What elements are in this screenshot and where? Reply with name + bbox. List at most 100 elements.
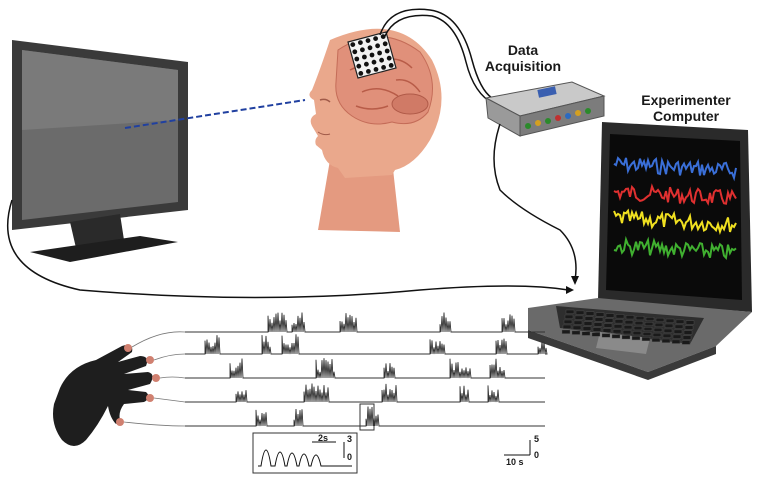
keyboard-key bbox=[674, 324, 684, 329]
keyboard-key bbox=[583, 321, 593, 326]
keyboard-key bbox=[564, 314, 574, 319]
electrode-wire-2 bbox=[384, 14, 495, 105]
electrode-dot bbox=[362, 54, 367, 60]
electrode-dot bbox=[360, 47, 365, 53]
keyboard-key bbox=[662, 333, 672, 338]
finger-trace bbox=[185, 406, 545, 427]
keyboard-key bbox=[644, 322, 654, 327]
electrode-dot bbox=[365, 38, 371, 43]
electrode-dot bbox=[364, 61, 369, 67]
electrode-dot bbox=[358, 71, 364, 76]
electrode-dot bbox=[354, 56, 360, 62]
electrode-dot bbox=[366, 69, 371, 74]
inset-zero-label: 0 bbox=[347, 452, 353, 462]
keyboard-key bbox=[654, 322, 664, 327]
keyboard-key bbox=[631, 336, 641, 341]
keyboard-key bbox=[584, 316, 594, 321]
experimenter-line2: Computer bbox=[652, 108, 720, 124]
keyboard-key bbox=[604, 318, 614, 323]
keyboard-key bbox=[585, 311, 595, 316]
keyboard-key bbox=[665, 318, 675, 323]
fingertip-connectors bbox=[123, 331, 186, 427]
electrode-dot bbox=[369, 52, 375, 58]
keyboard-key bbox=[684, 325, 694, 330]
electrode-dot bbox=[382, 41, 388, 47]
electrode-dot bbox=[384, 48, 390, 54]
keyboard-key bbox=[625, 315, 635, 320]
electrode-dot bbox=[381, 65, 386, 70]
keyboard-key bbox=[612, 329, 622, 334]
keyboard-key bbox=[645, 317, 655, 322]
keyboard-key bbox=[582, 326, 592, 331]
inset-amp-label: 3 bbox=[347, 434, 353, 444]
electrode-dot bbox=[373, 67, 379, 72]
eeg-traces bbox=[613, 156, 737, 260]
main-amp-label: 5 bbox=[534, 434, 540, 444]
keyboard-key bbox=[574, 315, 584, 320]
finger-trace bbox=[185, 383, 545, 403]
keyboard-key bbox=[562, 324, 572, 329]
eeg-trace bbox=[613, 183, 737, 206]
keyboard-key bbox=[611, 334, 621, 339]
keyboard-key bbox=[651, 337, 661, 342]
keyboard-key bbox=[671, 339, 681, 344]
monitor-laptop-cable bbox=[7, 199, 569, 299]
main-zero-label: 0 bbox=[534, 450, 540, 460]
eeg-trace bbox=[613, 235, 737, 260]
keyboard-key bbox=[601, 333, 611, 338]
inset-force-trace bbox=[258, 449, 352, 467]
keyboard-key bbox=[595, 312, 605, 317]
keyboard-key bbox=[591, 332, 601, 337]
keyboard-key bbox=[573, 320, 583, 325]
keyboard-key bbox=[571, 330, 581, 335]
daq-box-icon bbox=[484, 81, 606, 137]
monitor-icon bbox=[12, 40, 188, 262]
keyboard-key bbox=[561, 329, 571, 334]
electrode-dot bbox=[352, 49, 358, 55]
keyboard-key bbox=[603, 323, 613, 328]
keyboard-key bbox=[614, 319, 624, 324]
keyboard-key bbox=[572, 325, 582, 330]
keyboard-key bbox=[664, 323, 674, 328]
electrode-dot bbox=[373, 36, 378, 41]
keyboard-key bbox=[615, 314, 625, 319]
keyboard-key bbox=[681, 340, 691, 345]
data-acquisition-line2: Acquisition bbox=[484, 58, 562, 74]
keyboard-key bbox=[641, 337, 651, 342]
electrode-dot bbox=[371, 59, 377, 65]
finger-traces bbox=[185, 312, 548, 427]
keyboard-key bbox=[581, 331, 591, 336]
daq-laptop-cable bbox=[493, 123, 577, 281]
keyboard-key bbox=[632, 331, 642, 336]
keyboard-key bbox=[594, 317, 604, 322]
finger-trace bbox=[185, 334, 548, 355]
electrode-dot bbox=[356, 63, 362, 69]
keyboard-key bbox=[575, 310, 585, 315]
eeg-trace bbox=[613, 208, 737, 236]
head-brain-icon bbox=[309, 28, 442, 232]
electrode-dot bbox=[386, 55, 392, 61]
keyboard-key bbox=[635, 316, 645, 321]
electrode-dot bbox=[358, 40, 363, 45]
keyboard-key bbox=[624, 320, 634, 325]
keyboard-key bbox=[621, 335, 631, 340]
electrode-dots bbox=[350, 34, 394, 76]
keyboard-key bbox=[655, 317, 665, 322]
keyboard-key bbox=[653, 327, 663, 332]
main-time-label: 10 s bbox=[506, 457, 524, 467]
electrode-dot bbox=[388, 63, 394, 68]
keyboard-key bbox=[682, 335, 692, 340]
keyboard-key bbox=[593, 322, 603, 327]
keyboard-key bbox=[613, 324, 623, 329]
keyboard-key bbox=[605, 313, 615, 318]
experimenter-line1: Experimenter bbox=[641, 92, 731, 108]
data-acquisition-line1: Data bbox=[507, 42, 539, 58]
keyboard-key bbox=[673, 329, 683, 334]
experimenter-computer-label: Experimenter Computer bbox=[626, 92, 746, 124]
inset-time-label: 2s bbox=[318, 433, 329, 443]
keyboard-key bbox=[685, 320, 695, 325]
finger-trace bbox=[185, 312, 545, 333]
keyboard-key bbox=[633, 326, 643, 331]
